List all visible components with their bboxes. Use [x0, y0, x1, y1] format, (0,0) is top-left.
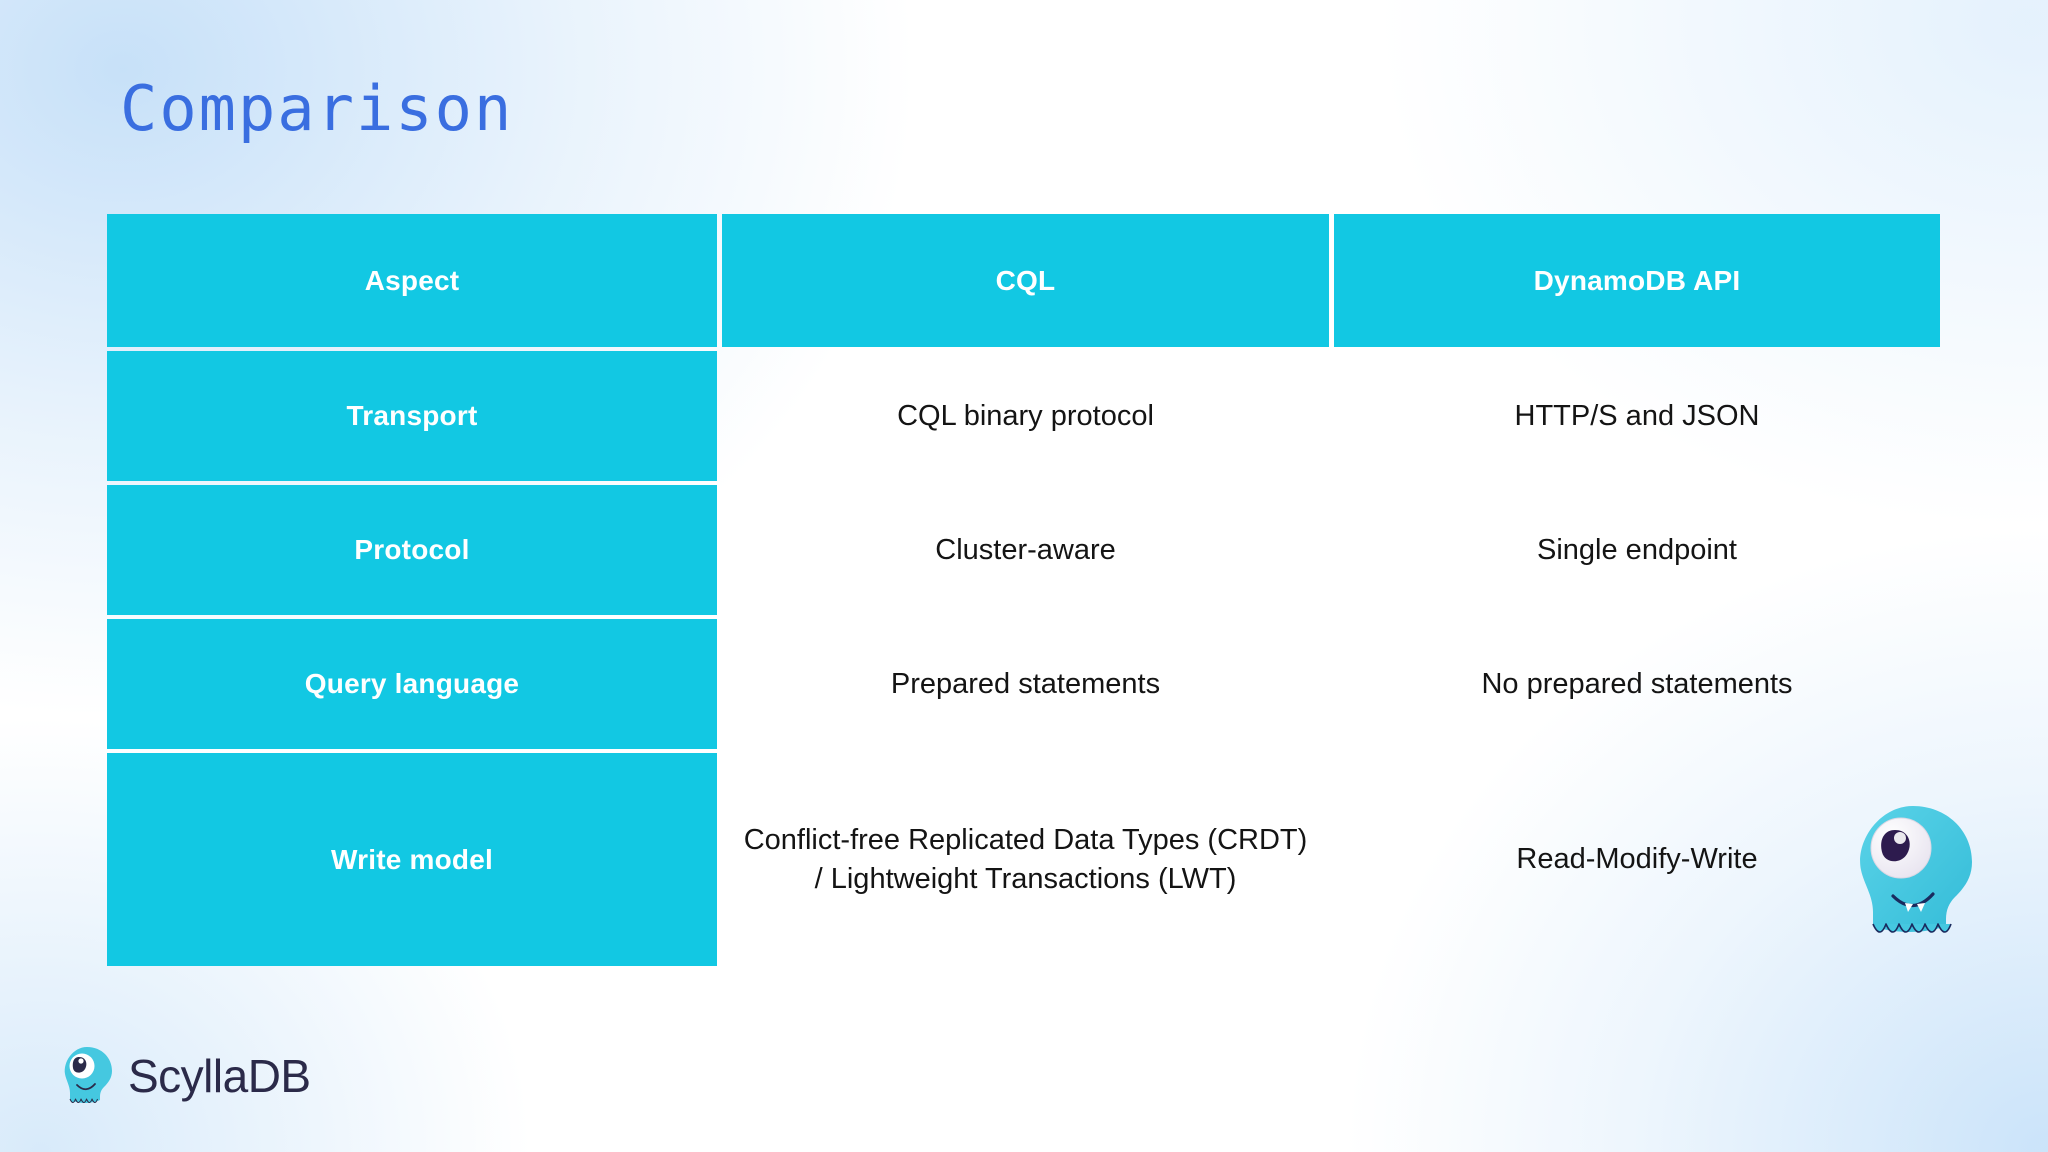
table-row: Transport CQL binary protocol HTTP/S and… [107, 351, 1940, 481]
scylladb-mascot-icon [62, 1045, 114, 1107]
cell-protocol-cql: Cluster-aware [935, 533, 1116, 566]
cell-query-language-cql: Prepared statements [890, 667, 1161, 700]
cell-transport-dynamodb: HTTP/S and JSON [1514, 399, 1760, 432]
page-title: Comparison [120, 72, 514, 145]
row-label-transport: Transport [107, 351, 717, 481]
table-body: Transport CQL binary protocol HTTP/S and… [107, 351, 1940, 966]
table-row: Write model Conflict-free Replicated Dat… [107, 753, 1940, 966]
cell-write-model-dynamodb: Read-Modify-Write [1516, 843, 1758, 876]
table-row: Protocol Cluster-aware Single endpoint [107, 485, 1940, 615]
table-header-dynamodb: DynamoDB API [1334, 214, 1940, 347]
comparison-table: Aspect CQL DynamoDB API Transport CQL bi… [107, 214, 1940, 970]
table-header-aspect: Aspect [107, 214, 717, 347]
cell-query-language-dynamodb: No prepared statements [1481, 667, 1793, 700]
row-label-query-language: Query language [107, 619, 717, 749]
scylladb-logo: ScyllaDB [62, 1045, 311, 1107]
table-header-cql: CQL [722, 214, 1329, 347]
seastar-mascot-icon [1851, 800, 1981, 950]
table-header-row: Aspect CQL DynamoDB API [107, 214, 1940, 347]
cell-protocol-dynamodb: Single endpoint [1537, 533, 1737, 566]
table-row: Query language Prepared statements No pr… [107, 619, 1940, 749]
row-label-protocol: Protocol [107, 485, 717, 615]
row-label-write-model: Write model [107, 753, 717, 966]
cell-write-model-cql: Conflict-free Replicated Data Types (CRD… [743, 823, 1308, 895]
cell-transport-cql: CQL binary protocol [897, 399, 1154, 432]
scylladb-wordmark: ScyllaDB [128, 1050, 311, 1102]
